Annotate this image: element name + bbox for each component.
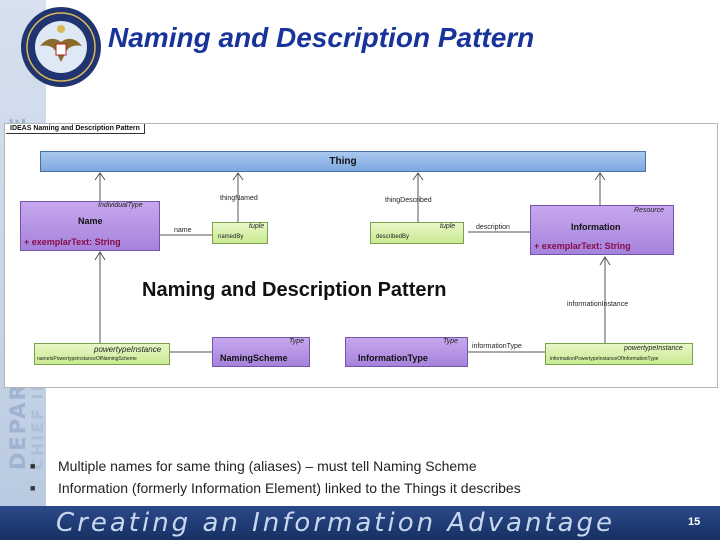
bullet-text: Information (formerly Information Elemen… [58, 480, 521, 496]
footer-slogan: Creating an Information Advantage [56, 508, 616, 538]
information-type-class [345, 337, 468, 367]
powertype-instance-right [545, 343, 693, 365]
dod-seal-logo [21, 7, 101, 87]
information-class-stereotype: Resource [634, 207, 664, 214]
name-class [20, 201, 160, 251]
described-by-tuple [370, 222, 464, 244]
powertype-left-stereotype: powertypeInstance [94, 345, 162, 354]
named-by-stereotype: tuple [249, 223, 265, 230]
powertype-left-label: nameIsPowertypeInstanceOfNamingScheme [37, 356, 137, 362]
information-type-stereotype: Type [443, 338, 459, 345]
named-by-tuple [212, 222, 268, 244]
name-class-title: Name [78, 216, 103, 226]
package-label: IDEAS Naming and Description Pattern [6, 124, 145, 134]
bullet-text: Multiple names for same thing (aliases) … [58, 458, 477, 474]
role-information-instance: informationInstance [567, 301, 629, 308]
role-information-type: informationType [472, 343, 522, 350]
described-by-label: describedBy [376, 234, 410, 240]
slide-title: Naming and Description Pattern [108, 22, 535, 53]
powertype-instance-left [34, 343, 170, 365]
footer-bar [0, 506, 720, 540]
bullet-marker-icon: ■ [30, 483, 36, 493]
role-thing-described: thingDescribed [385, 197, 432, 204]
role-thing-named: thingNamed [220, 195, 258, 202]
naming-scheme-title: NamingScheme [220, 353, 288, 363]
thing-class: Thing [40, 151, 646, 172]
diagram-overlay-title: Naming and Description Pattern [138, 279, 451, 302]
name-class-stereotype: IndividualType [98, 202, 143, 209]
information-class-attribute: + exemplarText: String [534, 241, 631, 251]
page-number: 15 [688, 516, 701, 528]
information-class [530, 205, 674, 255]
bullet-item: ■ Multiple names for same thing (aliases… [30, 455, 521, 477]
named-by-label: namedBy [218, 234, 244, 240]
role-name: name [174, 227, 192, 234]
powertype-right-label: informationPowertypeInstanceOfInformatio… [550, 356, 659, 362]
information-type-title: InformationType [358, 353, 428, 363]
bullet-marker-icon: ■ [30, 461, 36, 471]
information-class-title: Information [571, 222, 621, 232]
described-by-stereotype: tuple [440, 223, 456, 230]
bullet-item: ■ Information (formerly Information Elem… [30, 477, 521, 499]
naming-scheme-stereotype: Type [289, 338, 305, 345]
powertype-right-stereotype: powertypeInstance [624, 345, 683, 352]
naming-scheme-class [212, 337, 310, 367]
name-class-attribute: + exemplarText: String [24, 237, 121, 247]
role-description: description [476, 224, 510, 231]
bullet-list: ■ Multiple names for same thing (aliases… [30, 455, 521, 499]
